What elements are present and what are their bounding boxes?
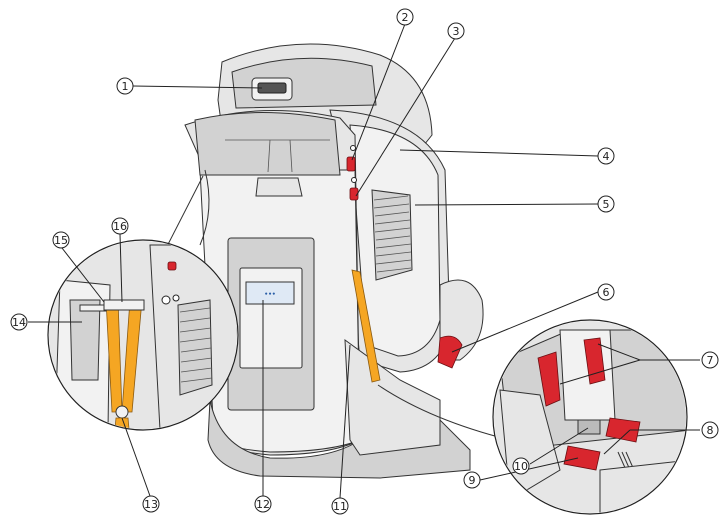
svg-text:11: 11: [333, 500, 347, 513]
isofix-latch-left: [537, 351, 561, 407]
lower-red-adjuster: [349, 187, 359, 201]
svg-text:3: 3: [453, 25, 460, 38]
side-padding: [371, 189, 413, 281]
callouts: 1 2 3 4 5 6 7 8: [10, 8, 719, 515]
svg-text:9: 9: [469, 474, 476, 487]
seat-back-panel: •••: [184, 110, 471, 479]
callout-9: 9: [463, 471, 481, 489]
release-button-lower: [563, 445, 601, 471]
harness-detail-magnifier: [47, 169, 239, 431]
callout-13: 13: [142, 495, 160, 513]
svg-text:8: 8: [707, 424, 714, 437]
callout-8: 8: [701, 421, 719, 439]
armrest-red-lock: [437, 335, 463, 369]
callout-4: 4: [597, 147, 615, 165]
svg-text:2: 2: [402, 11, 409, 24]
callout-16: 16: [111, 217, 129, 235]
svg-text:15: 15: [54, 234, 68, 247]
callout-6: 6: [597, 283, 615, 301]
svg-text:1: 1: [122, 80, 129, 93]
svg-text:10: 10: [514, 460, 528, 473]
callout-15: 15: [52, 231, 70, 249]
callout-7: 7: [701, 351, 719, 369]
callout-5: 5: [597, 195, 615, 213]
callout-10: 10: [512, 457, 530, 475]
instruction-label: [245, 281, 295, 305]
callout-2: 2: [396, 8, 414, 26]
svg-text:5: 5: [603, 198, 610, 211]
svg-text:13: 13: [144, 498, 158, 511]
callout-14: 14: [10, 313, 28, 331]
svg-text:•••: •••: [264, 291, 276, 298]
side-strap: [351, 269, 381, 383]
release-button-upper: [605, 417, 641, 443]
upper-red-adjuster: [346, 156, 356, 172]
svg-text:6: 6: [603, 286, 610, 299]
callout-3: 3: [447, 22, 465, 40]
svg-text:14: 14: [12, 316, 26, 329]
svg-text:4: 4: [603, 150, 610, 163]
svg-text:16: 16: [113, 220, 127, 233]
svg-text:12: 12: [256, 498, 270, 511]
callout-1: 1: [116, 77, 134, 95]
callout-12: 12: [254, 495, 272, 513]
leader-lines: [28, 23, 700, 499]
svg-text:7: 7: [707, 354, 714, 367]
callout-11: 11: [331, 497, 349, 515]
